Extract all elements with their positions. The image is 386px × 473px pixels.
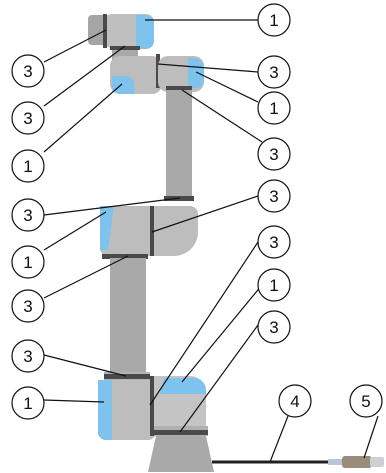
callout-14: 3 <box>257 310 291 344</box>
callout-11: 3 <box>257 225 291 259</box>
svg-text:3: 3 <box>269 318 278 337</box>
svg-text:1: 1 <box>269 99 278 118</box>
callout-19: 5 <box>349 384 383 418</box>
callout-9: 3 <box>11 198 45 232</box>
svg-text:3: 3 <box>23 206 32 225</box>
svg-text:3: 3 <box>269 145 278 164</box>
callout-1: 1 <box>257 3 291 37</box>
upper-arm-link <box>110 258 146 374</box>
wrist-2-joint <box>110 46 162 94</box>
callout-5: 3 <box>11 101 45 135</box>
svg-text:1: 1 <box>23 157 32 176</box>
svg-text:1: 1 <box>269 11 278 30</box>
svg-text:3: 3 <box>23 297 32 316</box>
callout-3: 3 <box>257 55 291 89</box>
shoulder-joint <box>98 372 156 440</box>
elbow-joint <box>100 206 198 259</box>
robot-arm <box>88 14 384 472</box>
cable-connector <box>342 456 384 468</box>
svg-text:5: 5 <box>361 392 370 411</box>
svg-text:3: 3 <box>269 233 278 252</box>
base-joint <box>148 376 214 472</box>
forearm-link <box>166 90 192 198</box>
svg-text:3: 3 <box>23 109 32 128</box>
callout-10: 1 <box>11 245 45 279</box>
callouts: 1 3 3 1 3 1 3 3 3 1 3 3 1 3 3 1 4 5 <box>11 3 383 420</box>
svg-text:3: 3 <box>23 347 32 366</box>
svg-text:4: 4 <box>290 392 299 411</box>
svg-text:1: 1 <box>269 276 278 295</box>
svg-text:1: 1 <box>23 253 32 272</box>
callout-2: 3 <box>11 54 45 88</box>
leader-lines <box>43 19 379 463</box>
svg-text:1: 1 <box>23 394 32 413</box>
callout-7: 3 <box>257 137 291 171</box>
wrist-1-joint <box>158 56 204 92</box>
svg-text:3: 3 <box>269 187 278 206</box>
callout-13: 1 <box>257 268 291 302</box>
callout-16: 1 <box>11 386 45 420</box>
wrist-3-joint <box>88 14 154 49</box>
callout-15: 3 <box>11 339 45 373</box>
callout-8: 3 <box>257 179 291 213</box>
callout-6: 1 <box>11 149 45 183</box>
svg-text:3: 3 <box>269 63 278 82</box>
cable-sleeve <box>328 459 342 465</box>
callout-4: 1 <box>257 91 291 125</box>
callout-12: 3 <box>11 289 45 323</box>
svg-text:3: 3 <box>23 62 32 81</box>
callout-18: 4 <box>278 384 312 418</box>
